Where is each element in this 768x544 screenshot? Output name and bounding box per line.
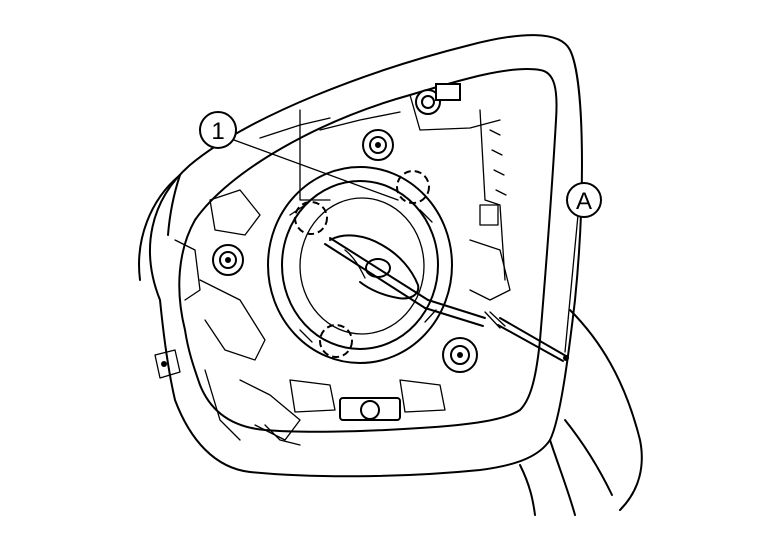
- clip-highlight-bottom: [319, 324, 353, 358]
- mirror-lower-shell: [519, 309, 643, 516]
- callout-1-circle: [199, 111, 237, 149]
- clip-highlight-upper-left: [294, 201, 328, 235]
- callout-a-label: A: [576, 188, 592, 215]
- screw-boss-left: [212, 244, 244, 276]
- callout-1: 1: [199, 111, 237, 149]
- clip-highlight-upper-right: [396, 170, 430, 204]
- screw-boss-bottom: [339, 397, 401, 421]
- leader-line-1: [233, 139, 399, 201]
- screw-boss-right: [442, 337, 478, 373]
- leader-line-a: [564, 214, 579, 353]
- callout-1-label: 1: [211, 118, 224, 145]
- screw-boss-upper: [362, 129, 394, 161]
- actuator-ring: [267, 166, 453, 364]
- internal-structure: [154, 94, 511, 446]
- callout-a: A: [566, 182, 602, 218]
- clip-highlights: [294, 170, 430, 358]
- mirror-housing: [138, 34, 583, 478]
- tool-a-screwdriver: [324, 237, 569, 362]
- callout-a-circle: [566, 182, 602, 218]
- screw-boss-top: [415, 83, 461, 115]
